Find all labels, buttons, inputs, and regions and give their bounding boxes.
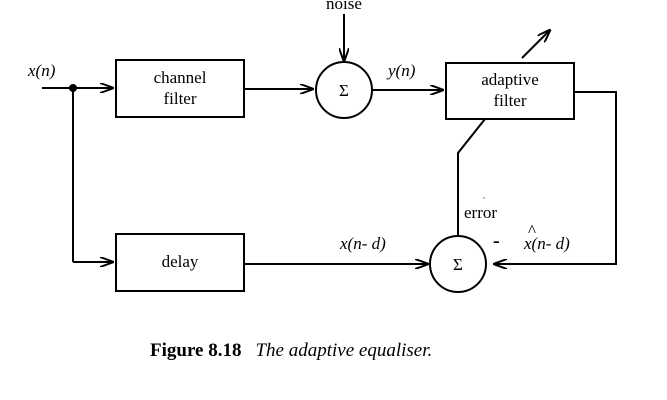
- error-sum-junction: [429, 235, 487, 293]
- adaptive-filter-label-line1: adaptive: [481, 70, 539, 89]
- delayed-signal-label: x(n- d): [339, 234, 386, 253]
- input-label: x(n): [27, 61, 56, 80]
- figure-caption: Figure 8.18 The adaptive equaliser.: [150, 340, 432, 361]
- channel-filter-label-line1: channel: [154, 68, 207, 87]
- delay-box: [115, 233, 245, 292]
- estimate-hat: ^: [528, 221, 536, 240]
- adaptive-filter-box: [445, 62, 575, 120]
- minus-sign: -: [493, 230, 500, 252]
- stray-dot: [483, 197, 485, 199]
- channel-filter-label-line2: filter: [163, 89, 196, 108]
- error-label: error: [464, 203, 497, 222]
- adaptive-filter-label-line2: filter: [493, 91, 526, 110]
- channel-filter-box: [115, 59, 245, 118]
- noise-sum-symbol: Σ: [339, 81, 349, 100]
- adaptation-arrow: [521, 30, 550, 59]
- y-label: y(n): [386, 61, 416, 80]
- figure-title: The adaptive equaliser.: [255, 340, 432, 361]
- filter-output-line: [494, 91, 617, 264]
- estimate-label: x(n- d): [523, 234, 570, 253]
- error-path-line: [457, 118, 486, 237]
- noise-label: noise: [326, 0, 362, 13]
- delay-label: delay: [162, 252, 199, 271]
- error-sum-symbol: Σ: [453, 255, 463, 274]
- figure-number: Figure 8.18: [150, 340, 241, 361]
